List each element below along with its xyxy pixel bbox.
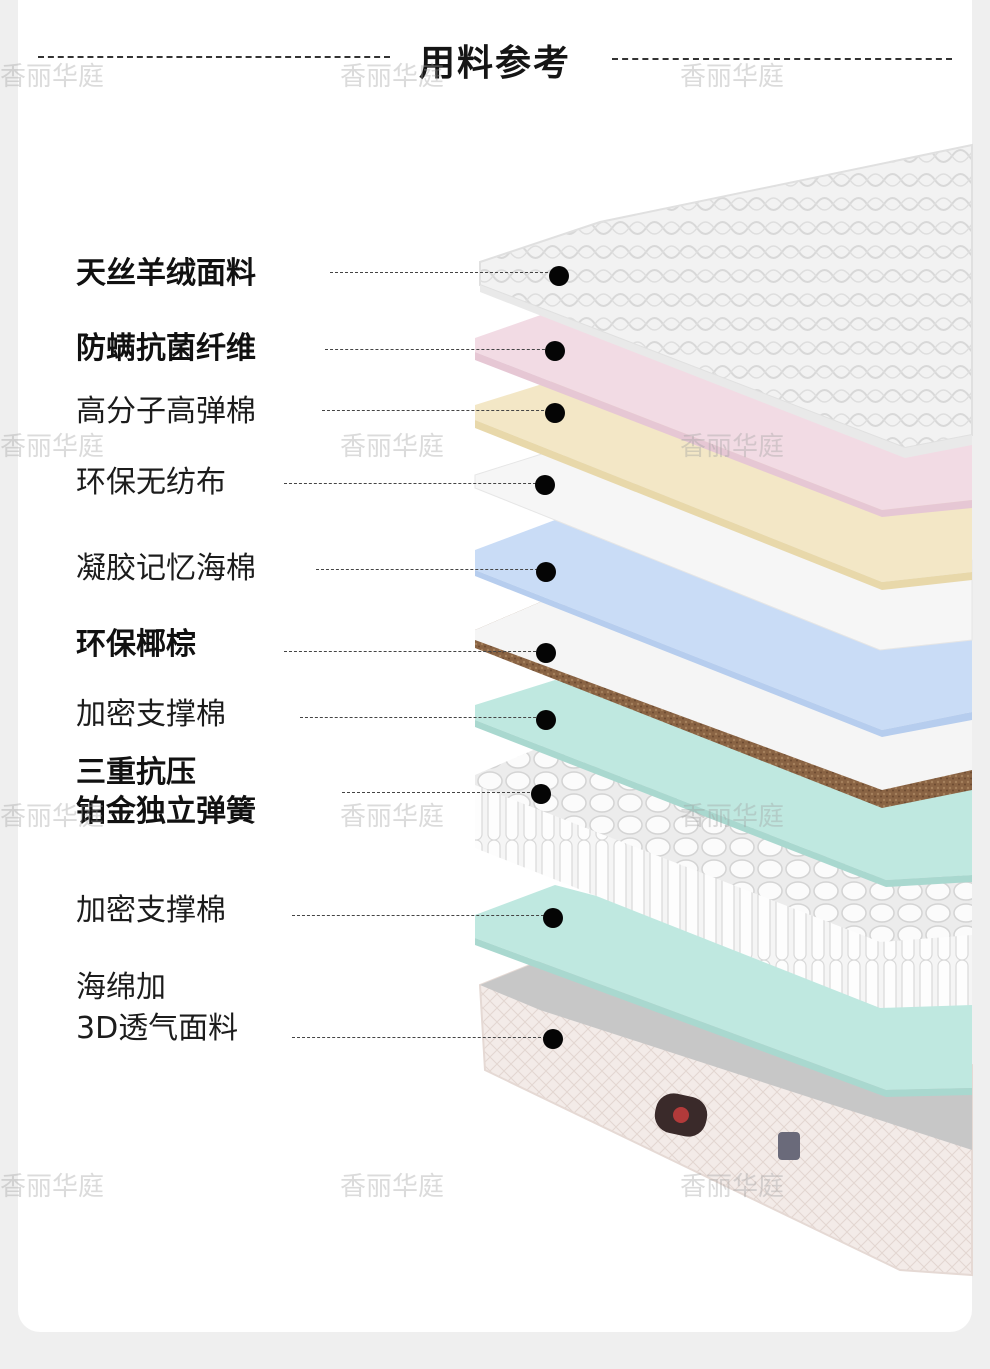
label-nonwoven: 环保无纺布 — [76, 465, 226, 500]
label-springs-line2: 铂金独立弹簧 — [76, 794, 256, 829]
quilted-fabric-shape — [479, 143, 973, 458]
pointer-dot — [549, 266, 569, 286]
label-springs-line1: 三重抗压 — [76, 755, 196, 790]
page-title: 用料参考 — [418, 43, 571, 84]
label-base-line2: 3D透气面料 — [76, 1011, 239, 1046]
label-gel-memory-foam: 凝胶记忆海棉 — [76, 551, 256, 586]
label-polymer-foam: 高分子高弹棉 — [76, 394, 256, 429]
pointer-dot — [536, 562, 556, 582]
leader-line — [284, 651, 546, 652]
pointer-dot — [543, 908, 563, 928]
leader-line — [300, 717, 546, 718]
leader-line — [284, 483, 546, 484]
pointer-dot — [543, 1029, 563, 1049]
label-anti-mite-fiber: 防螨抗菌纤维 — [76, 331, 256, 366]
label-dense-support-foam: 加密支撑棉 — [76, 697, 226, 732]
leader-line — [325, 349, 555, 350]
pointer-dot — [536, 710, 556, 730]
pointer-dot — [545, 403, 565, 423]
pointer-dot — [531, 784, 551, 804]
pocket-springs-shape — [475, 745, 972, 1008]
leader-line — [330, 272, 558, 273]
leader-line — [316, 569, 548, 570]
pointer-dot — [545, 341, 565, 361]
title-rule-right — [612, 58, 952, 60]
label-coir: 环保椰棕 — [76, 627, 196, 662]
label-dense-support-foam-2: 加密支撑棉 — [76, 893, 226, 928]
leader-line — [322, 410, 554, 411]
leader-line — [292, 1037, 546, 1038]
leader-line — [292, 915, 554, 916]
label-base-line1: 海绵加 — [76, 970, 166, 1005]
leader-line — [342, 792, 540, 793]
pointer-dot — [536, 643, 556, 663]
label-tencel-fabric: 天丝羊绒面料 — [76, 256, 256, 291]
title-rule-left — [38, 56, 390, 58]
pointer-dot — [535, 475, 555, 495]
